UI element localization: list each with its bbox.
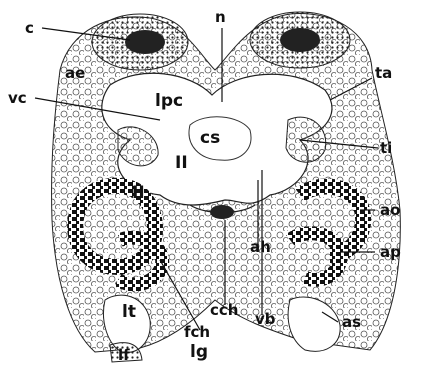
label-ta: ta [375, 64, 392, 82]
label-ae: ae [65, 64, 85, 82]
label-vb: vb [255, 310, 276, 328]
label-ii-lower: II [132, 183, 145, 203]
right-c-structure [280, 28, 320, 52]
label-cch: cch [210, 301, 238, 319]
label-c: c [25, 19, 34, 37]
label-lpc: lpc [155, 91, 183, 111]
label-ah: ah [250, 238, 271, 256]
label-ao: ao [380, 201, 400, 219]
label-cs: cs [200, 128, 220, 148]
label-ti: ti [380, 139, 392, 157]
label-lf: lf [118, 346, 130, 364]
label-n: n [215, 8, 226, 26]
label-as: as [342, 313, 361, 331]
left-c-structure [125, 30, 165, 54]
label-ii-upper: II [175, 153, 188, 173]
label-lt: lt [122, 302, 136, 322]
label-ap: ap [380, 243, 401, 261]
label-fch: fch [184, 323, 210, 341]
label-lg: lg [190, 342, 208, 362]
label-vc: vc [8, 89, 27, 107]
